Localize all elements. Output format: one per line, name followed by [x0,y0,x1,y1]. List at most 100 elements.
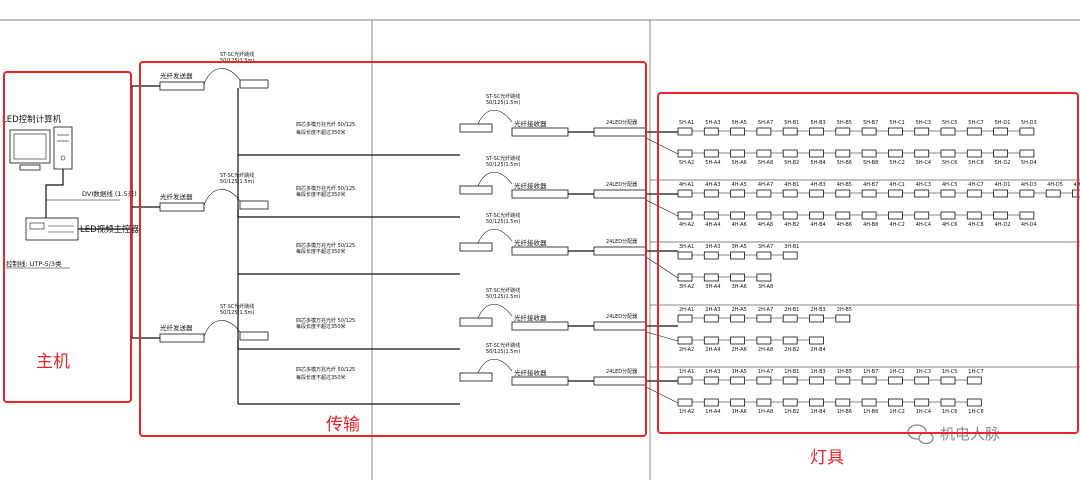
fixture-label: 5H-C7 [968,120,983,126]
fixture-icon [782,314,798,323]
fixture-label: 4H-D2 [995,222,1011,228]
fixture-icon [677,211,693,220]
fixture-icon [677,336,693,345]
feed-line-secondary [645,331,679,342]
fixture-icon [756,211,772,220]
fixture-label: 4H-B5 [837,182,852,188]
jumper-label: ST-SC光纤跳线 [486,342,520,349]
fixture-icon [835,376,851,385]
fixture-icon [809,314,824,323]
fixture-label: 1H-B8 [863,409,878,415]
fixture-label: 1H-C2 [889,409,904,415]
fixture-label: 4H-C4 [916,222,931,228]
fixture-label: 1H-B4 [811,409,826,415]
fixture-icon [677,273,693,282]
fixtures-region-label: 灯具 [810,448,844,468]
receiver-group: 四芯多模万兆光纤 50/125每段长度不超过350米ST-SC光纤跳线50/12… [238,212,647,275]
fixture-icon [730,273,745,282]
distributor-icon [593,246,647,256]
video-host-icon [25,217,79,241]
fixture-icon [677,314,693,323]
fiber-panel-icon [459,317,493,327]
fixture-label: 1H-B5 [837,369,852,375]
feed-line-secondary [645,256,679,279]
fixture-icon [782,398,798,407]
fixture-label: 5H-D1 [995,120,1011,126]
jumper-label: ST-SC光纤跳线 [486,93,520,100]
fixture-label: 1H-C7 [968,369,983,375]
fixture-label: 2H-A8 [758,347,773,353]
fixture-icon [888,189,903,198]
fixture-label: 1H-B6 [837,409,852,415]
dvi-cable-label: DVI数据线 (1.5米) [82,189,137,198]
transmission-layer: 光纤发送器ST-SC光纤跳线50/125(1.5m)光纤发送器ST-SC光纤跳线… [159,51,647,405]
receiver-icon [511,246,569,256]
fixture-label: 5H-A8 [758,160,773,166]
fixture-label: 2H-A2 [679,347,694,353]
fixture-label: 5H-A2 [679,160,694,166]
fixture-label: 1H-C3 [916,369,931,375]
fixture-label: 4H-A3 [705,182,720,188]
fixture-label: 4H-D1 [995,182,1011,188]
fixture-icon [835,189,851,198]
fixture-icon [809,149,824,158]
fixture-icon [940,127,956,136]
fiber-main-label: 四芯多模万兆光纤 50/125 [296,185,355,192]
jumper-spec-label: 50/125(1.5m) [220,310,254,316]
jumper-line [203,320,241,337]
fixture-icon [993,211,1008,220]
fixture-label: 4H-B1 [784,182,799,188]
fixture-icon [861,127,877,136]
watermark: 机电人脉 [907,424,1000,445]
fixture-icon [888,376,903,385]
receiver-label: 光纤接收器 [514,181,547,190]
fixture-icon [861,376,877,385]
fixture-label: 4H-D5 [1047,182,1063,188]
transmitter-icon [159,81,205,91]
fixture-icon [914,149,930,158]
host-region-box [3,71,132,403]
fixture-label: 5H-C8 [968,160,983,166]
fixture-icon [914,376,930,385]
fiber-main-label: 四芯多模万兆光纤 50/125 [296,242,355,249]
receiver-icon [511,376,569,386]
fixture-label: 5H-A5 [732,120,747,126]
fixture-icon [809,127,824,136]
fixture-label: 4H-A1 [679,182,694,188]
fixture-icon [756,127,772,136]
fixture-label: 1H-C1 [889,369,904,375]
fixture-icon [966,211,982,220]
receiver-icon [511,189,569,199]
fixture-icon [835,398,851,407]
fixture-icon [730,314,745,323]
fixture-label: 2H-A7 [758,307,773,313]
fixture-icon [782,189,798,198]
fixture-icon [809,189,824,198]
fixture-icon [888,211,903,220]
fixture-icon [730,211,745,220]
fixture-icon [782,376,798,385]
fiber-main-label: 四芯多模万兆光纤 50/125 [296,121,355,128]
receiver-group: 四芯多模万兆光纤 50/125每段长度不超过350米ST-SC光纤跳线50/12… [238,287,647,350]
fixtures-region-box [657,92,1079,434]
fixture-icon [756,149,772,158]
fixture-icon [914,398,930,407]
jumper-line [477,303,513,319]
fixture-icon [835,314,851,323]
fiber-limit-label: 每段长度不超过350米 [296,129,346,136]
fixture-icon [756,314,772,323]
fixture-icon [835,149,851,158]
receiver-icon [511,127,569,137]
fixture-label: 1H-C8 [968,409,983,415]
fiber-limit-label: 每段长度不超过350米 [296,191,346,198]
fixture-label: 3H-A1 [679,244,694,250]
fixture-icon [703,314,719,323]
fixture-label: 5H-B5 [837,120,852,126]
jumper-line [203,189,241,206]
fixture-label: 5H-B6 [837,160,852,166]
jumper-spec-label: 50/125(1.5m) [486,349,520,355]
fixture-label: 4H-B8 [863,222,878,228]
fixture-icon [703,149,719,158]
fixture-icon [1019,127,1035,136]
